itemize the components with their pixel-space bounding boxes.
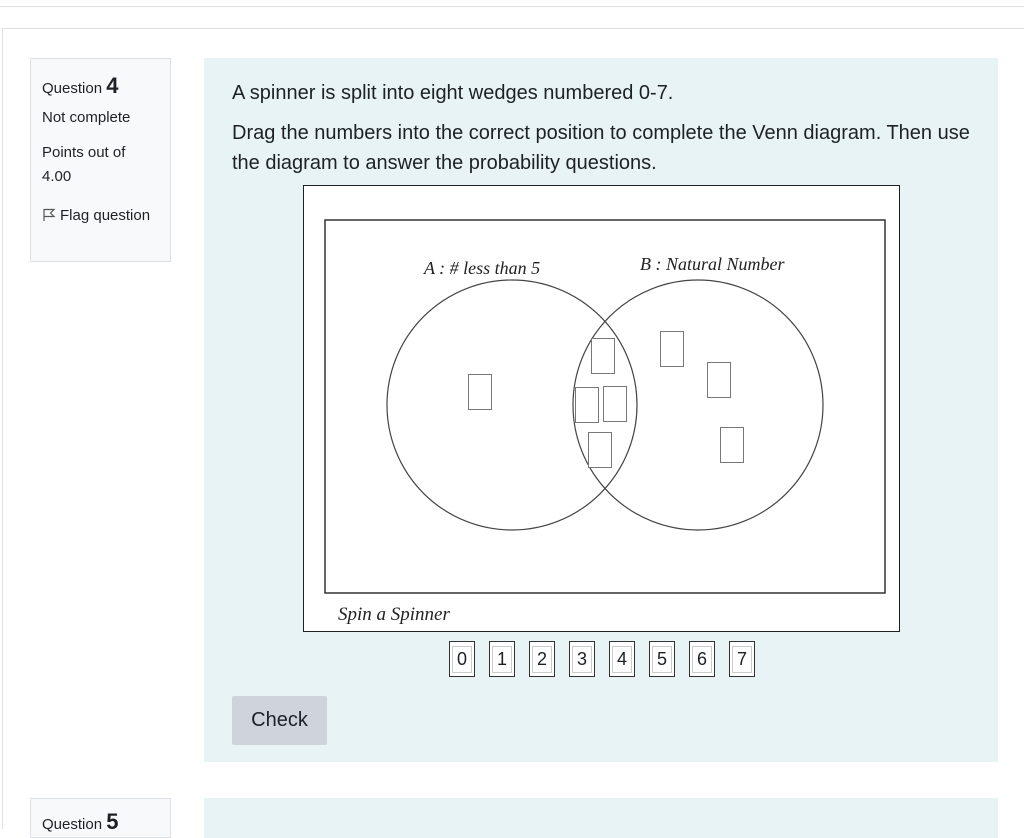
question-label: Question: [42, 80, 103, 97]
drag-number-6[interactable]: 6: [689, 641, 715, 677]
set-b-circle: [572, 279, 824, 531]
drag-number-3-label: 3: [571, 645, 592, 673]
drag-number-5-label: 5: [651, 645, 672, 673]
question-5-label: Question: [42, 816, 103, 833]
drop-zone-intersection-1[interactable]: [591, 338, 615, 374]
venn-diagram: A : # less than 5 B : Natural Number Spi…: [303, 185, 900, 632]
set-b-label: B : Natural Number: [640, 254, 785, 274]
venn-diagram-graphic: A : # less than 5 B : Natural Number Spi…: [324, 219, 886, 625]
drag-number-6-label: 6: [691, 645, 712, 673]
drag-number-7-label: 7: [731, 645, 752, 673]
drag-number-4-label: 4: [611, 645, 632, 673]
universal-set-box: [324, 219, 886, 594]
set-a-label: A : # less than 5: [423, 258, 540, 278]
drop-zone-intersection-2[interactable]: [575, 387, 599, 423]
drag-number-2[interactable]: 2: [529, 641, 555, 677]
question-content: A spinner is split into eight wedges num…: [204, 58, 998, 762]
drag-number-1[interactable]: 1: [489, 641, 515, 677]
page-top-divider: [0, 6, 1024, 7]
question-text: A spinner is split into eight wedges num…: [232, 78, 992, 178]
question-number: Question 4: [42, 73, 160, 99]
flag-question-label: Flag question: [60, 207, 151, 224]
drop-zone-intersection-4[interactable]: [588, 432, 612, 468]
flag-icon: [42, 207, 60, 224]
drag-number-4[interactable]: 4: [609, 641, 635, 677]
drag-number-5[interactable]: 5: [649, 641, 675, 677]
drop-zone-intersection-3[interactable]: [603, 386, 627, 422]
question-text-instructions: Drag the numbers into the correct positi…: [232, 122, 970, 174]
grade-label: Points out of: [42, 144, 126, 161]
question-number-value: 4: [106, 73, 119, 98]
drop-zone-b-only-1[interactable]: [660, 331, 684, 367]
question-5-info-panel: Question 5: [30, 798, 171, 838]
drop-zone-a-only[interactable]: [468, 374, 492, 410]
drag-number-2-label: 2: [531, 645, 552, 673]
drop-zone-b-only-3[interactable]: [720, 427, 744, 463]
question-5-number: 5: [106, 809, 119, 834]
drag-number-1-label: 1: [491, 645, 512, 673]
drag-number-7[interactable]: 7: [729, 641, 755, 677]
question-grade: Points out of 4.00: [42, 141, 160, 189]
set-a-circle: [386, 279, 638, 531]
quiz-region: [2, 28, 1024, 829]
question-5-content: [204, 798, 998, 838]
drag-number-0-label: 0: [451, 645, 472, 673]
drag-number-3[interactable]: 3: [569, 641, 595, 677]
question-info-panel: Question 4 Not complete Points out of 4.…: [30, 58, 171, 262]
flag-question-link[interactable]: Flag question: [42, 204, 160, 228]
grade-value: 4.00: [42, 168, 72, 185]
drop-zone-b-only-2[interactable]: [707, 362, 731, 398]
drag-number-0[interactable]: 0: [449, 641, 475, 677]
question-state: Not complete: [42, 109, 131, 126]
question-text-intro: A spinner is split into eight wedges num…: [232, 82, 674, 104]
universe-label: Spin a Spinner: [338, 604, 450, 625]
check-button[interactable]: Check: [232, 696, 327, 745]
